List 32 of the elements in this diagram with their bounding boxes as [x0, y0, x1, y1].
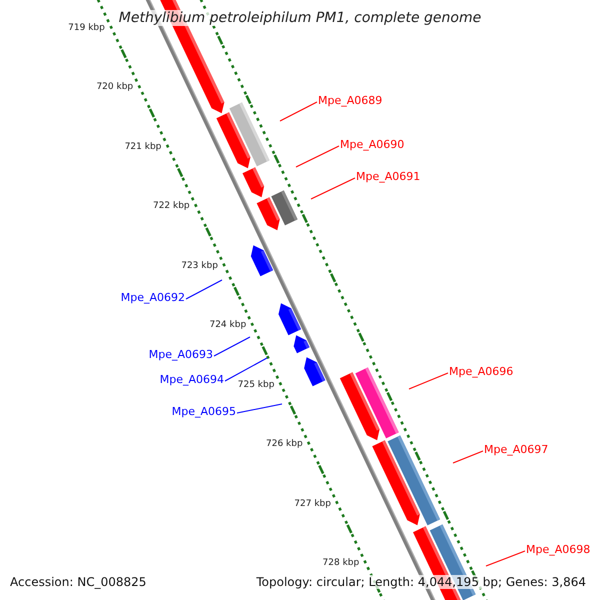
gene-label: Mpe_A0693: [148, 348, 213, 360]
gene-label: Mpe_A0698: [526, 544, 590, 554]
leader-line: [186, 280, 222, 300]
accession-text: Accession: NC_008825: [8, 575, 148, 589]
gene-label: Mpe_A0696: [449, 366, 514, 376]
leader-line: [486, 550, 526, 566]
scale-label: 723 kbp: [181, 262, 218, 270]
scale-label: 720 kbp: [96, 83, 134, 92]
scale-label: 725 kbp: [238, 380, 274, 390]
scale-label: 727 kbp: [294, 500, 331, 508]
gene-label: Mpe_A0691: [356, 170, 420, 182]
leader-line: [408, 372, 448, 390]
leader-line: [214, 336, 250, 356]
scale-label: 726 kbp: [266, 440, 303, 449]
gene-label: Mpe_A0689: [318, 94, 382, 106]
leader-line: [452, 450, 484, 464]
leader-line: [236, 404, 282, 414]
genome-info-text: Topology: circular; Length: 4,044,195 bp; Genes: 3,864: [254, 575, 588, 589]
gene-label: Mpe_A0694: [160, 374, 224, 384]
scale-label: 722 kbp: [152, 202, 190, 211]
leader-line: [296, 146, 340, 168]
leader-line: [280, 102, 318, 122]
scale-label: 728 kbp: [322, 559, 360, 568]
gene-label: Mpe_A0692: [120, 292, 185, 302]
gene-label: Mpe_A0690: [340, 138, 404, 150]
scale-label: 719 kbp: [68, 24, 105, 32]
scale-label: 724 kbp: [209, 321, 246, 330]
scale-label: 721 kbp: [124, 142, 162, 152]
leader-line: [310, 178, 356, 200]
gene-label: Mpe_A0697: [484, 444, 548, 454]
gene-label: Mpe_A0695: [172, 406, 236, 416]
leader-line: [224, 358, 268, 382]
